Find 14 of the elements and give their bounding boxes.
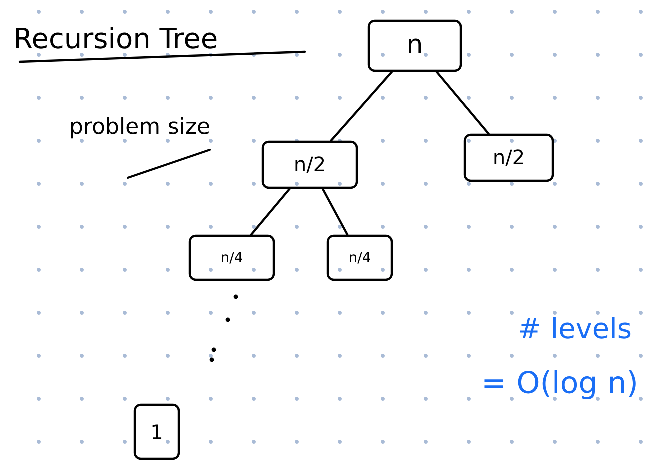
tree-edge [250,188,291,236]
node-box: n [368,20,462,72]
node-box: n/2 [262,140,358,190]
node-box: 1 [134,404,180,460]
tree-edge [330,71,394,142]
tree-edge [322,188,349,236]
tree-edge [436,71,490,135]
title: Recursion Tree [16,27,217,49]
node-box: n/2 [464,134,554,182]
node-box: n/4 [326,234,394,282]
note: # levels [520,317,631,339]
note: = O(log n) [484,370,636,400]
node-box: n/4 [188,234,276,282]
note: problem size [71,117,210,139]
